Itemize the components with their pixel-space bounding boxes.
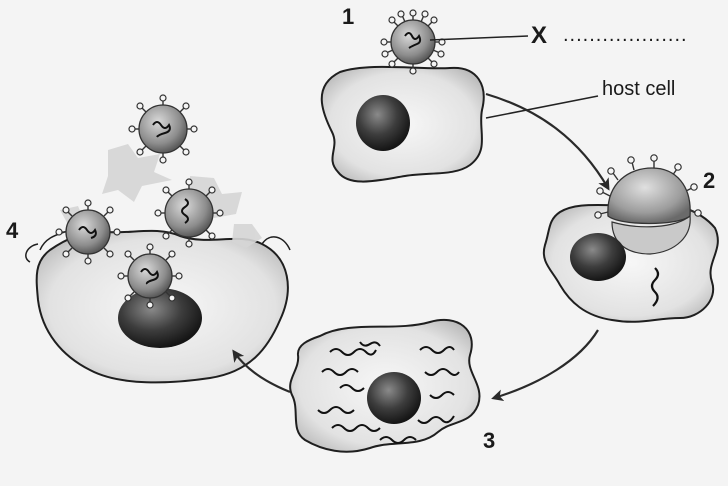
x-pointer-line	[430, 36, 528, 40]
nucleus	[570, 233, 626, 281]
nucleus	[367, 372, 421, 424]
stage-4-label: 4	[6, 218, 18, 244]
host-cell-stage-3	[290, 320, 479, 452]
virus-entering-cell	[595, 155, 701, 224]
x-marker-label: X	[531, 22, 547, 50]
host-cell-stage-1	[322, 67, 484, 182]
arrow-2-to-3	[494, 330, 598, 398]
stage-2-label: 2	[703, 168, 715, 194]
x-answer-blank: ...................	[563, 24, 688, 47]
stage-3-label: 3	[483, 428, 495, 454]
nucleus	[356, 95, 410, 151]
arrow-1-to-2	[486, 94, 608, 188]
virus-particle-x	[381, 10, 445, 74]
host-cell-label: host cell	[602, 78, 675, 101]
stage-1-label: 1	[342, 4, 354, 30]
